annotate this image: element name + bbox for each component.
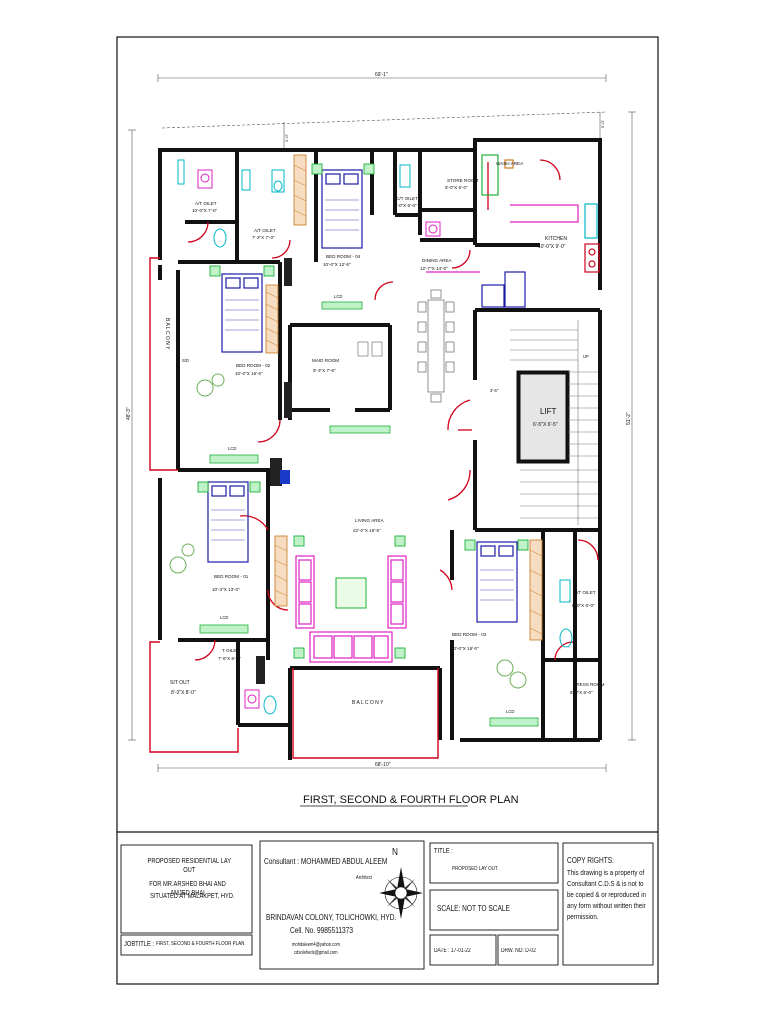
north-label: N: [392, 847, 398, 858]
room-labels: A/T OILET 10'-0"X 7'-0" A/T OILET 7'-3"X…: [164, 161, 605, 706]
column-blue: [280, 470, 290, 484]
size-storeroom: 8'-0"X 6'-0": [445, 185, 468, 190]
living-sofas: [295, 555, 407, 663]
title-value: PROPOSED LAY OUT.: [452, 866, 499, 872]
lcd-label-bed3: LCD: [506, 709, 514, 714]
label-kitchen: KITCHEN: [545, 236, 567, 242]
label-bedroom3: BED ROOM - 03: [452, 632, 487, 637]
dim-left-label: 48'-3": [126, 407, 132, 420]
label-dressroom: DRESS ROOM: [573, 682, 605, 687]
size-bedroom4: 10'-0"X 12'-6": [323, 262, 351, 267]
title-label: TITLE :: [434, 848, 453, 855]
lcd-labels: LCD LCD LCD LCD S/D UP 3'-6": [182, 294, 589, 714]
label-bedroom1: BED ROOM - 01: [214, 574, 249, 579]
consultant-name: Consultant : MOHAMMED ABDUL ALEEM: [264, 857, 388, 866]
balcony-railings: [149, 257, 439, 759]
consultant-cell: Cell. No. 9985511373: [290, 926, 353, 935]
dim-wall-top-left: 2'-0": [284, 133, 289, 142]
project-line1: PROPOSED RESIDENTIAL LAY OUT: [147, 858, 232, 875]
label-ctoilet: C/T OILET: [396, 196, 418, 201]
label-dining: DINING AREA: [422, 258, 453, 263]
titleblock-frames: [120, 840, 654, 970]
lcd-label-bed4: LCD: [334, 294, 342, 299]
size-toilet-bl: 7'-6"X 6'-0": [218, 656, 241, 661]
label-bedroom4: BED ROOM - 04: [326, 254, 361, 259]
consultant-sub: Architect: [356, 875, 372, 881]
lift-shaft: [519, 373, 567, 461]
size-bedroom3: 10'-0"X 16'-0": [451, 646, 479, 651]
dimension-lines: [128, 74, 636, 772]
drawing-title: FIRST, SECOND & FOURTH FLOOR PLAN: [303, 794, 519, 806]
size-maidroom: 9'-3"X 7'-6": [313, 368, 336, 373]
north-compass-icon: [379, 867, 423, 919]
lcd-label-bed1: LCD: [220, 615, 228, 620]
kitchen-fixtures: [426, 154, 600, 308]
project-line2: FOR MR.ARSHED BHAI AND AMJED BHAI: [149, 881, 226, 898]
label-living: LIVING AREA: [355, 518, 385, 523]
label-balcony-bottom: B A L C O N Y: [352, 700, 384, 706]
stair-gap-label: 3'-6": [490, 388, 499, 393]
stairs: [510, 320, 598, 525]
size-lift: 6'-5"X 6'-5": [533, 422, 558, 428]
label-sitout: SIT OUT: [170, 680, 190, 686]
dim-wall-top-right: 5'-0": [600, 119, 605, 128]
copyrights-title: COPY RIGHTS:: [567, 856, 614, 865]
wardrobe-hatch: [265, 164, 543, 635]
label-storeroom: STORE ROOM: [447, 178, 478, 183]
stair-up-label: UP: [583, 354, 589, 359]
side-tables: [197, 163, 529, 659]
size-dressroom: 6'-0"X 6'-0": [570, 690, 593, 695]
bed-lines: [211, 199, 514, 601]
sheet-border: [116, 36, 659, 985]
wardrobes: [265, 154, 543, 641]
size-bedroom1: 10'-3"X 13'-0": [212, 587, 240, 592]
size-sitout: 8'-3"X 8'-0": [171, 690, 196, 696]
lcd-label-bed2: LCD: [228, 446, 236, 451]
size-dining: 12'-7"X 14'-0": [420, 266, 448, 271]
label-lift: LIFT: [540, 407, 557, 416]
label-atoilet-tl2: A/T OILET: [254, 228, 276, 233]
scale-value: SCALE: NOT TO SCALE: [437, 904, 510, 913]
toilet-fixtures: [177, 159, 573, 715]
size-bedroom2: 10'-0"X 16'-6": [235, 371, 263, 376]
lcd-units: [199, 301, 539, 727]
coffee-table: [335, 577, 367, 609]
jobtitle-label: JOBTITLE :: [124, 941, 154, 948]
beds: [207, 169, 518, 623]
size-living: 22'-0"X 19'-5": [353, 528, 381, 533]
size-atoilet-tl: 10'-0"X 7'-0": [192, 208, 218, 213]
size-ctoilet: 8'-0"X 6'-0": [394, 203, 417, 208]
doors: [187, 159, 599, 661]
consultant-email2: cdsoleheds@gmail.com: [294, 950, 338, 956]
dim-right-label: 51'-2": [626, 412, 632, 425]
date-value: DATE : 17-01-22: [434, 948, 471, 954]
dim-bottom-label: 68'-10": [375, 762, 391, 768]
label-atoilet-tl: A/T OILET: [195, 201, 217, 206]
dim-top-label: 69'-1": [375, 72, 388, 78]
pillars: [256, 258, 292, 684]
plants: [169, 373, 527, 689]
sd-label: S/D: [182, 358, 189, 363]
label-balcony-left: B A L C O N Y: [164, 318, 170, 350]
label-toilet-bl: T OILET: [222, 648, 239, 653]
project-line3: SITUATED AT MALAKPET, HYD.: [150, 893, 235, 900]
maid-room-items: [357, 341, 383, 357]
label-bedroom2: BED ROOM - 02: [236, 363, 271, 368]
dining-table: [417, 289, 455, 403]
size-atoilet-tl2: 7'-3"X 7'-0": [252, 235, 275, 240]
label-atoilet-r: A/T OILET: [574, 590, 596, 595]
label-maidroom: MAID ROOM: [312, 358, 339, 363]
consultant-address: BRINDAVAN COLONY, TOLICHOWKI, HYD.: [266, 913, 397, 922]
consultant-email1: mohdaleem4@yahoo.com: [292, 942, 340, 948]
size-atoilet-r: 8'-0"X 6'-0": [572, 603, 595, 608]
drawing-number: DRW. NO: D-02: [501, 948, 536, 954]
size-kitchen: 10'-0"X 9'-0": [538, 244, 566, 250]
copyrights-text: This drawing is a property of Consultant…: [567, 868, 646, 921]
jobtitle-value: FIRST, SECOND & FOURTH FLOOR PLAN: [156, 941, 245, 947]
walls: [158, 138, 602, 760]
label-washarea: WASH AREA: [496, 161, 524, 166]
